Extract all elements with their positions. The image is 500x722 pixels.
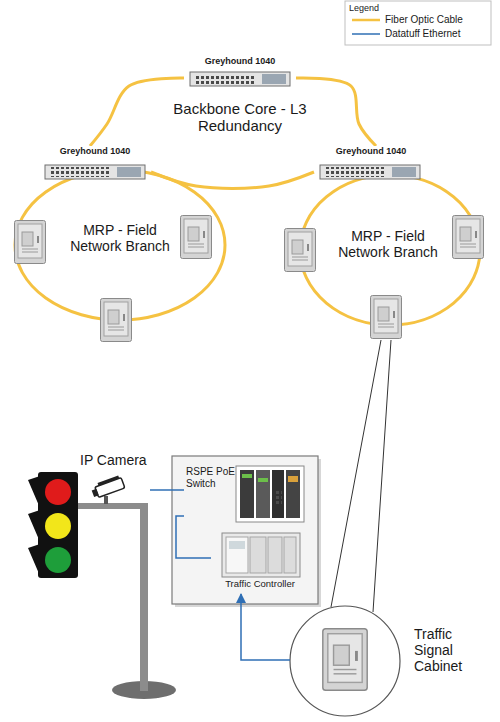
drawing-part [190, 72, 290, 86]
ethernet-link [241, 594, 290, 660]
legend-line [352, 33, 380, 35]
traffic-light [28, 472, 78, 578]
camera-icon [90, 475, 125, 504]
node-label: Greyhound 1040 [39, 146, 151, 156]
legend-text: Datatuff Ethernet [385, 28, 460, 40]
leader-line [373, 340, 391, 612]
ethernet-link [150, 489, 184, 491]
ethernet-link [176, 516, 211, 558]
region-label: MRP - Field Network Branch [62, 222, 178, 254]
fiber-link [151, 172, 314, 188]
legend-row: Datatuff Ethernet [351, 28, 460, 40]
cabinet-icon [323, 629, 367, 691]
legend-sample [351, 30, 381, 38]
drawing-part [45, 513, 71, 539]
node-label: Traffic Signal Cabinet [414, 626, 476, 674]
switch-node: Greyhound 1040 [314, 146, 428, 180]
legend-sample [351, 16, 381, 24]
drawing-part [229, 541, 245, 549]
switch-device [190, 72, 290, 86]
fiber-link [90, 78, 184, 146]
pole-arm [76, 503, 146, 509]
node-label: Traffic Controller [211, 579, 309, 590]
drawing-part [98, 475, 120, 485]
legend-box [345, 1, 491, 45]
device-node: RSPE PoE Switch [184, 462, 306, 524]
legend-title: Legend [349, 3, 409, 13]
drawing-part [392, 167, 416, 177]
switch-node: Greyhound 1040 [39, 146, 151, 180]
drawing-part [258, 478, 268, 482]
drawing-part [288, 476, 298, 482]
drawing-part [286, 470, 300, 518]
pole [140, 503, 148, 691]
cabinet-icon [15, 221, 46, 264]
callout-circle [290, 606, 400, 716]
drawing-part [240, 470, 254, 518]
drawing-part [51, 167, 111, 177]
drawing-part [236, 466, 304, 522]
legend-row: Fiber Optic Cable [351, 14, 463, 26]
drawing-part [284, 537, 296, 573]
drawing-part [38, 472, 78, 578]
label-box: MRP - Field Network Branch [332, 228, 444, 260]
cabinet-icon [285, 229, 316, 272]
drawing-part [274, 490, 282, 506]
drawing-part [326, 167, 386, 177]
drawing-part [250, 537, 266, 573]
cabinet-icon [371, 296, 402, 339]
leader-line [331, 340, 381, 607]
drawing-part [45, 165, 145, 179]
node-label: RSPE PoE Switch [186, 466, 236, 489]
drawing-part [45, 479, 71, 505]
region-label: MRP - Field Network Branch [332, 228, 444, 260]
node-label: Greyhound 1040 [314, 146, 428, 156]
fiber-link [296, 78, 376, 146]
drawing-part [256, 470, 270, 518]
cabinet-icon [181, 216, 212, 259]
mrp-ring [15, 170, 225, 320]
legend-line [352, 19, 380, 22]
node-label: IP Camera [80, 452, 150, 468]
enclosure [172, 456, 318, 604]
drawing-part [45, 547, 71, 573]
node-label: Greyhound 1040 [184, 56, 296, 66]
switch-device [320, 165, 420, 179]
cabinet-icon [453, 216, 484, 259]
drawing-part [226, 537, 248, 573]
drawing-part [268, 537, 282, 573]
label-box: MRP - Field Network Branch [62, 222, 178, 254]
device-node: IP Camera [80, 452, 150, 500]
legend-text: Fiber Optic Cable [385, 14, 463, 26]
drawing-part [196, 74, 256, 84]
drawing-part [117, 167, 141, 177]
region-label: Backbone Core - L3 Redundancy [160, 100, 320, 135]
drawing-part [272, 470, 284, 518]
switch-device [45, 165, 145, 179]
label-box: Legend [349, 3, 409, 13]
drawing-part [90, 475, 125, 499]
controller-device [222, 533, 300, 577]
label-box: Backbone Core - L3 Redundancy [160, 100, 320, 135]
drawing-part [262, 74, 286, 84]
device-node: Traffic Controller [211, 528, 309, 594]
drawing-part [320, 165, 420, 179]
switch-node: Greyhound 1040 [184, 56, 296, 88]
cabinet-node: Traffic Signal Cabinet [290, 604, 476, 718]
cabinet-icon [101, 299, 132, 342]
poe-switch-device [236, 466, 304, 522]
drawing-part [222, 533, 300, 577]
drawing-part [92, 489, 99, 497]
drawing-part [242, 474, 252, 478]
drawing-part [104, 496, 108, 504]
